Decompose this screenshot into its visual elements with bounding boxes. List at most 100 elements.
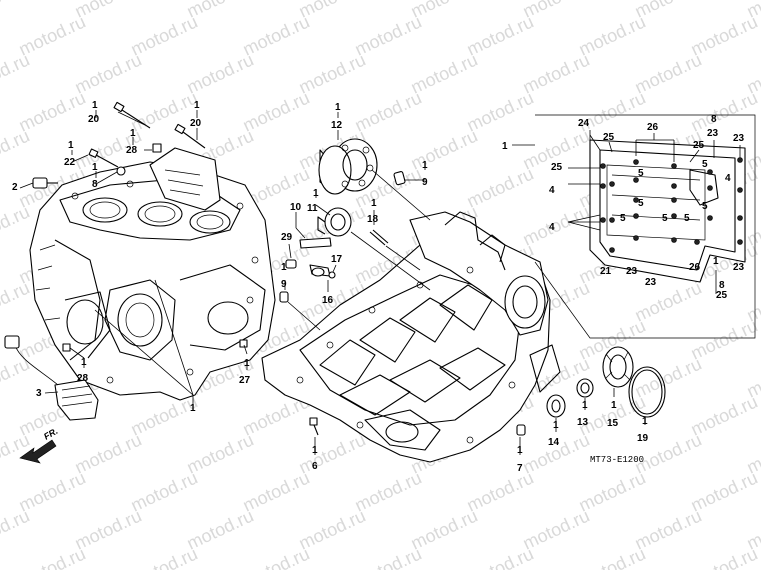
watermark-text: motod.ru <box>464 87 537 135</box>
watermark-text: motod.ru <box>16 11 89 59</box>
pin-18 <box>369 229 389 246</box>
callout: 5 <box>684 213 690 224</box>
watermark-text: motod.ru <box>688 391 761 439</box>
watermark-text: motod.ru <box>688 467 761 515</box>
callout: 1 <box>244 358 250 369</box>
callout: 1 <box>312 445 318 456</box>
callout: 4 <box>549 222 555 233</box>
watermark-text: motod.ru <box>464 467 537 515</box>
callout: 25 <box>603 132 615 143</box>
callout: 28 <box>126 145 138 156</box>
watermark-text: motod.ru <box>408 49 481 97</box>
washer-8a <box>116 166 126 176</box>
callout: 25 <box>551 162 563 173</box>
callout: 20 <box>88 114 100 125</box>
callout: 23 <box>626 266 638 277</box>
dowel-9b <box>279 291 289 303</box>
callout: 1 <box>81 357 87 368</box>
callout: 19 <box>637 433 649 444</box>
callout: 6 <box>312 461 318 472</box>
watermark-text: motod.ru <box>632 505 705 553</box>
watermark-text: motod.ru <box>240 11 313 59</box>
watermark-text: motod.ru <box>72 49 145 97</box>
watermark-text: motod.ru <box>576 543 649 570</box>
watermark-text: motod.ru <box>296 429 369 477</box>
sensor-3 <box>4 335 99 421</box>
watermark-text: motod.ru <box>632 277 705 325</box>
callout: 23 <box>707 128 719 139</box>
callout: 5 <box>702 159 708 170</box>
callout: 5 <box>620 213 626 224</box>
watermark-text: motod.ru <box>520 49 593 97</box>
callout: 1 <box>281 262 287 273</box>
callout: 1 <box>642 416 648 427</box>
oil-jet-10 <box>299 237 332 249</box>
bolt-22 <box>88 148 119 168</box>
watermark-text: motod.ru <box>352 87 425 135</box>
watermark-text: motod.ru <box>72 429 145 477</box>
callout: 5 <box>638 198 644 209</box>
watermark-text: motod.ru <box>688 11 761 59</box>
bearing-11 <box>317 207 352 237</box>
callout: 9 <box>422 177 428 188</box>
callout: 1 <box>190 403 196 414</box>
callout: 22 <box>64 157 76 168</box>
watermark-text: motod.ru <box>464 543 537 570</box>
watermark-text: motod.ru <box>184 49 257 97</box>
callout: 26 <box>647 122 659 133</box>
oring-17 <box>328 271 336 279</box>
plug-28a <box>152 143 162 153</box>
bolt-20a <box>113 101 151 129</box>
watermark-text: motod.ru <box>464 11 537 59</box>
bolt-29 <box>285 259 297 269</box>
watermark-text: motod.ru <box>184 505 257 553</box>
callout: 1 <box>194 100 200 111</box>
plug-7 <box>516 424 526 436</box>
watermark-text: motod.ru <box>632 353 705 401</box>
callout: 4 <box>549 185 555 196</box>
watermark-text: motod.ru <box>408 505 481 553</box>
callout: 12 <box>331 120 343 131</box>
watermark-text: motod.ru <box>520 505 593 553</box>
upper-crankcase <box>29 147 276 401</box>
panel-bolts <box>600 157 743 253</box>
watermark-text: motod.ru <box>240 543 313 570</box>
watermark-text: motod.ru <box>128 11 201 59</box>
bearing-14 <box>546 394 566 418</box>
callout: 1 <box>502 141 508 152</box>
watermark-text: motod.ru <box>72 505 145 553</box>
callout: 26 <box>689 262 701 273</box>
callout: 18 <box>367 214 379 225</box>
callout: 1 <box>371 198 377 209</box>
plug-28b <box>62 343 71 352</box>
watermark-text: motod.ru <box>576 11 649 59</box>
watermark-text: motod.ru <box>352 11 425 59</box>
callout: 1 <box>553 420 559 431</box>
callout: 17 <box>331 254 343 265</box>
watermark-text: motod.ru <box>16 467 89 515</box>
watermark-text: motod.ru <box>632 49 705 97</box>
callout: 1 <box>92 162 98 173</box>
watermark-text: motod.ru <box>0 0 33 22</box>
watermark-text: motod.ru <box>688 87 761 135</box>
callout: 1 <box>68 140 74 151</box>
callout: 21 <box>600 266 612 277</box>
watermark-text: motod.ru <box>408 125 481 173</box>
callout: 29 <box>281 232 293 243</box>
bearing-13 <box>576 378 594 398</box>
callout: 1 <box>517 445 523 456</box>
callout: 13 <box>577 417 589 428</box>
callout: 4 <box>725 173 731 184</box>
callout: 23 <box>645 277 657 288</box>
bearing-12 <box>318 138 378 195</box>
callout: 5 <box>638 168 644 179</box>
watermark-text: motod.ru <box>184 429 257 477</box>
callout: 2 <box>12 182 18 193</box>
watermark-text: motod.ru <box>352 467 425 515</box>
callout: 1 <box>335 102 341 113</box>
callout: 15 <box>607 418 619 429</box>
callout: 14 <box>548 437 560 448</box>
callout: 1 <box>611 400 617 411</box>
jet-16 <box>309 264 331 277</box>
